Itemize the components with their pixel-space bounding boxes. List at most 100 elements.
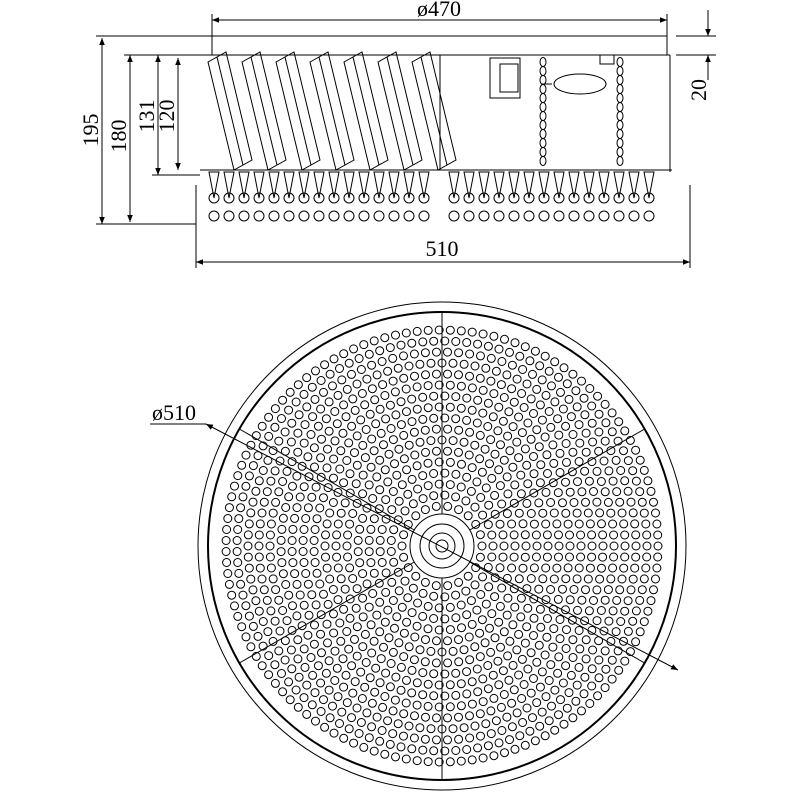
bead <box>576 530 586 540</box>
panel-facet <box>318 56 346 166</box>
drop-bead <box>358 210 370 222</box>
bead <box>529 452 538 461</box>
bead <box>335 618 345 628</box>
bead <box>477 541 487 551</box>
bead <box>388 647 398 657</box>
bead <box>488 670 498 680</box>
bead <box>535 604 545 614</box>
bead <box>587 681 597 691</box>
bead <box>410 632 420 642</box>
drop-bead <box>328 210 340 222</box>
bead <box>512 374 522 384</box>
bead <box>396 662 406 672</box>
bead <box>410 450 420 460</box>
bead <box>617 508 627 518</box>
bead <box>599 456 609 466</box>
bead <box>487 530 497 540</box>
bead <box>388 353 398 363</box>
bead <box>473 395 483 405</box>
bead <box>339 478 349 488</box>
chain-link <box>616 93 624 103</box>
bead <box>639 574 649 584</box>
bead <box>309 443 319 453</box>
bead <box>553 594 563 604</box>
bead <box>420 577 430 587</box>
bead <box>525 726 535 736</box>
bead <box>386 659 396 668</box>
bead <box>516 593 526 603</box>
drop-bead <box>538 192 550 204</box>
bead <box>299 644 309 654</box>
bead <box>254 476 264 486</box>
bead <box>518 365 528 374</box>
chain-link <box>616 57 624 67</box>
drop-bead <box>298 192 310 204</box>
bead <box>323 638 332 648</box>
bead <box>462 667 472 677</box>
drop-bead <box>223 210 235 222</box>
bead <box>494 738 504 748</box>
bead <box>517 428 527 438</box>
bead <box>518 519 528 529</box>
bead <box>356 667 366 677</box>
bead <box>386 547 396 556</box>
bead <box>241 632 251 642</box>
bead <box>532 698 542 708</box>
bead <box>312 568 322 578</box>
bead <box>248 585 258 595</box>
bead <box>385 343 395 353</box>
bead <box>631 541 641 551</box>
chain-link <box>616 102 624 112</box>
bead <box>440 391 450 401</box>
bead <box>299 438 309 448</box>
bead <box>481 599 491 609</box>
bead <box>451 337 461 346</box>
bead <box>583 574 593 584</box>
bead <box>399 552 409 562</box>
bead <box>308 670 318 680</box>
bead <box>497 583 507 593</box>
bead <box>454 734 464 744</box>
bead <box>426 436 436 446</box>
bead <box>619 519 629 529</box>
bead <box>390 459 399 469</box>
bead <box>494 617 504 627</box>
bead <box>412 326 422 336</box>
drop-bead <box>313 210 325 222</box>
bead <box>499 393 509 402</box>
bead <box>380 391 390 400</box>
bead <box>494 680 504 690</box>
bead <box>497 726 507 735</box>
bead <box>396 685 406 695</box>
bead <box>407 688 417 698</box>
bead <box>341 412 351 422</box>
bead <box>653 541 663 551</box>
bead <box>396 340 406 350</box>
bead <box>399 530 409 540</box>
drop-crystal <box>553 171 565 199</box>
bead <box>370 395 380 405</box>
bead <box>525 356 535 366</box>
bead <box>623 456 633 466</box>
bead <box>347 661 357 671</box>
bead <box>517 694 527 703</box>
bead <box>563 563 573 573</box>
bead <box>246 440 256 450</box>
bead <box>548 440 558 450</box>
bead <box>426 724 436 734</box>
bead <box>514 574 524 584</box>
panel-facet <box>386 56 414 166</box>
bead <box>504 675 514 685</box>
bead <box>487 473 497 483</box>
bead <box>254 606 264 616</box>
bead <box>568 447 578 457</box>
bead <box>454 348 464 358</box>
bead <box>275 626 285 636</box>
bead <box>285 387 295 397</box>
chain-link <box>539 138 547 148</box>
bead <box>380 333 390 343</box>
drop-crystal <box>373 171 385 199</box>
bead <box>288 601 297 611</box>
bead <box>509 397 519 407</box>
bead <box>609 530 619 540</box>
